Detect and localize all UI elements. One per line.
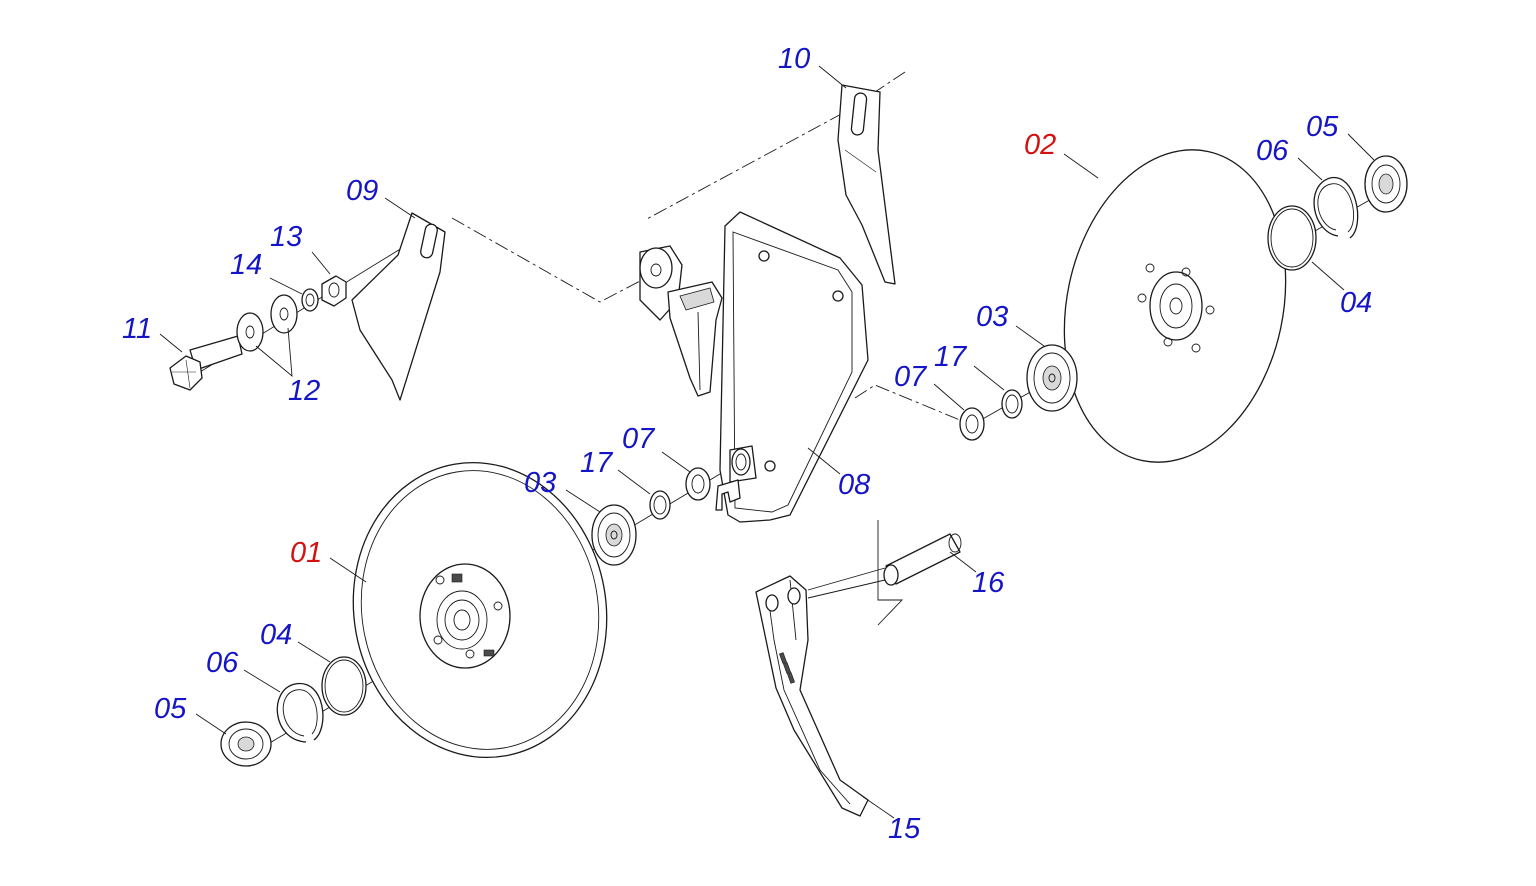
- part-07-spacer-left: [685, 467, 711, 501]
- part-02-disc: [1063, 149, 1287, 463]
- part-11-bolt: [169, 335, 243, 391]
- part-17-washer-right: [1001, 389, 1023, 419]
- callout-10: 10: [778, 43, 810, 75]
- part-10-scraper-blade: [837, 84, 896, 285]
- callout-17-right: 17: [934, 341, 968, 373]
- part-06-snap-ring-left: [276, 683, 324, 743]
- leader-16: [949, 551, 977, 573]
- part-04-ring-right: [1267, 205, 1317, 271]
- callout-09: 09: [346, 175, 378, 207]
- callout-02: 02: [1024, 129, 1056, 161]
- callout-04-right: 04: [1340, 287, 1372, 319]
- leader-17a: [617, 469, 651, 495]
- part-17-washer-left: [649, 490, 671, 520]
- callout-16: 16: [972, 567, 1005, 599]
- part-14-lock-washer: [301, 288, 319, 312]
- leader-09: [384, 197, 416, 219]
- part-06-snap-ring-right: [1313, 177, 1359, 239]
- leader-15: [861, 795, 895, 819]
- leader-03a: [565, 489, 601, 513]
- callout-05-left: 05: [154, 693, 187, 725]
- callout-labels: 10 09 13 14 11 12 02 06 05 04 03 17 07 0…: [122, 43, 1372, 845]
- callout-03-right: 03: [976, 301, 1008, 333]
- axis-pin: [877, 520, 904, 626]
- axis-part-09: [451, 217, 666, 303]
- part-07-spacer-right: [959, 407, 985, 441]
- part-05-cap-left: [220, 721, 272, 767]
- callout-04-left: 04: [260, 619, 292, 651]
- part-12-washers: [236, 294, 298, 352]
- axis-pin-link-bottom: [807, 579, 886, 599]
- callout-12: 12: [288, 375, 320, 407]
- leader-03b: [1015, 325, 1045, 347]
- leader-08: [807, 447, 841, 475]
- leader-17b: [973, 365, 1005, 391]
- leader-02: [1063, 153, 1099, 179]
- part-15-shank: [755, 575, 869, 817]
- callout-06-left: 06: [206, 647, 239, 679]
- axis-right-bearing: [854, 384, 973, 426]
- part-03-bearing-right: [1026, 344, 1078, 412]
- leader-14: [269, 277, 303, 295]
- leader-06a: [243, 669, 281, 693]
- callout-06-right: 06: [1256, 135, 1289, 167]
- leader-07a: [661, 451, 691, 473]
- callout-17-left: 17: [580, 447, 614, 479]
- part-01-disc: [352, 461, 608, 759]
- callout-14: 14: [230, 249, 262, 281]
- leader-10: [818, 65, 847, 89]
- part-03-bearing-left: [591, 504, 637, 566]
- leader-13: [311, 251, 331, 275]
- callout-03-left: 03: [524, 467, 556, 499]
- callout-15: 15: [888, 813, 921, 845]
- leader-lines: [159, 65, 1375, 819]
- leader-07b: [933, 383, 965, 411]
- callout-07-left: 07: [622, 423, 656, 455]
- leader-04b: [1311, 261, 1345, 291]
- part-09-scraper-blade: [351, 212, 446, 401]
- leader-05a: [195, 713, 227, 735]
- leader-11: [159, 333, 183, 353]
- axis-pin-link-top: [807, 567, 886, 591]
- part-08-frame: [639, 211, 869, 523]
- callout-13: 13: [270, 221, 302, 253]
- callout-01: 01: [290, 537, 322, 569]
- callout-05-right: 05: [1306, 111, 1339, 143]
- part-13-nut: [321, 275, 347, 307]
- callout-08: 08: [838, 469, 870, 501]
- leader-04a: [297, 641, 331, 663]
- leader-12: [255, 327, 293, 378]
- leader-01: [329, 557, 367, 583]
- leader-06b: [1297, 157, 1323, 181]
- part-04-ring-left: [321, 656, 367, 716]
- leader-05b: [1347, 133, 1375, 161]
- part-05-cap-right: [1364, 155, 1408, 213]
- part-16-pin: [883, 533, 962, 586]
- callout-07-right: 07: [894, 361, 928, 393]
- callout-11: 11: [122, 313, 152, 345]
